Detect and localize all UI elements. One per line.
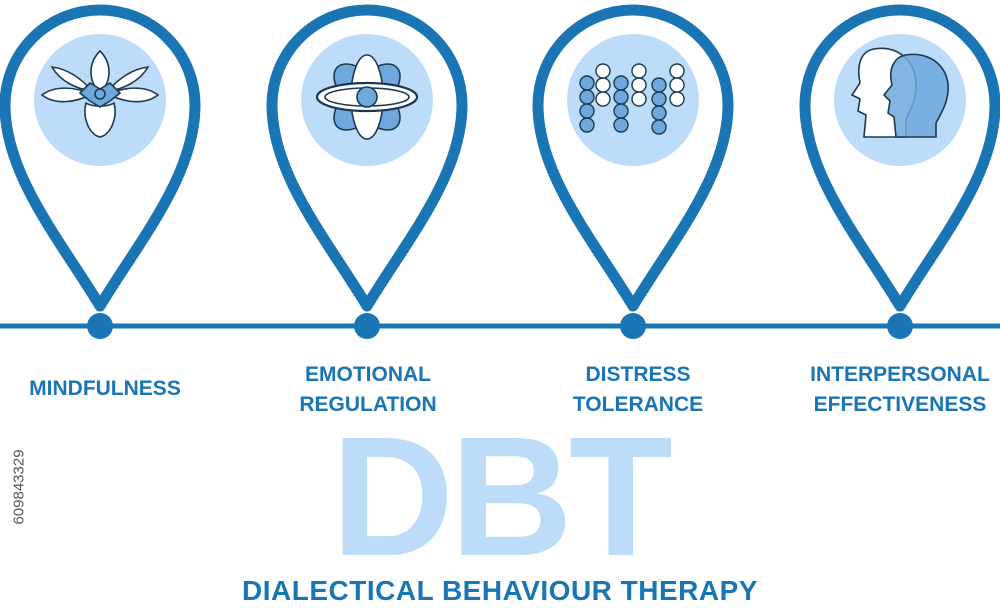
pin-distress-tolerance xyxy=(532,4,734,339)
label-line: DISTRESS xyxy=(585,363,691,386)
label-line: EMOTIONAL xyxy=(305,363,431,386)
label-line: MINDFULNESS xyxy=(29,377,181,400)
acronym-title: DBT xyxy=(331,402,672,592)
stock-id-watermark: 609843329 xyxy=(8,372,30,602)
two-heads-profile-icon xyxy=(850,47,949,138)
label-line: EFFECTIVENESS xyxy=(813,393,987,416)
lotus-flower-icon xyxy=(40,49,160,138)
label-line: REGULATION xyxy=(299,393,437,416)
label-interpersonal-effectiveness: INTERPERSONAL EFFECTIVENESS xyxy=(804,360,996,420)
label-line: INTERPERSONAL xyxy=(810,363,990,386)
label-distress-tolerance: DISTRESS TOLERANCE xyxy=(553,360,723,420)
stock-id-text: 609843329 xyxy=(10,449,28,525)
label-line: TOLERANCE xyxy=(572,393,704,416)
bead-chain-icon xyxy=(579,63,685,135)
full-name-subtitle: DIALECTICAL BEHAVIOUR THERAPY xyxy=(242,575,758,606)
atom-icon xyxy=(315,54,419,140)
label-emotional-regulation: EMOTIONAL REGULATION xyxy=(283,360,453,420)
label-mindfulness: MINDFULNESS xyxy=(20,374,190,404)
